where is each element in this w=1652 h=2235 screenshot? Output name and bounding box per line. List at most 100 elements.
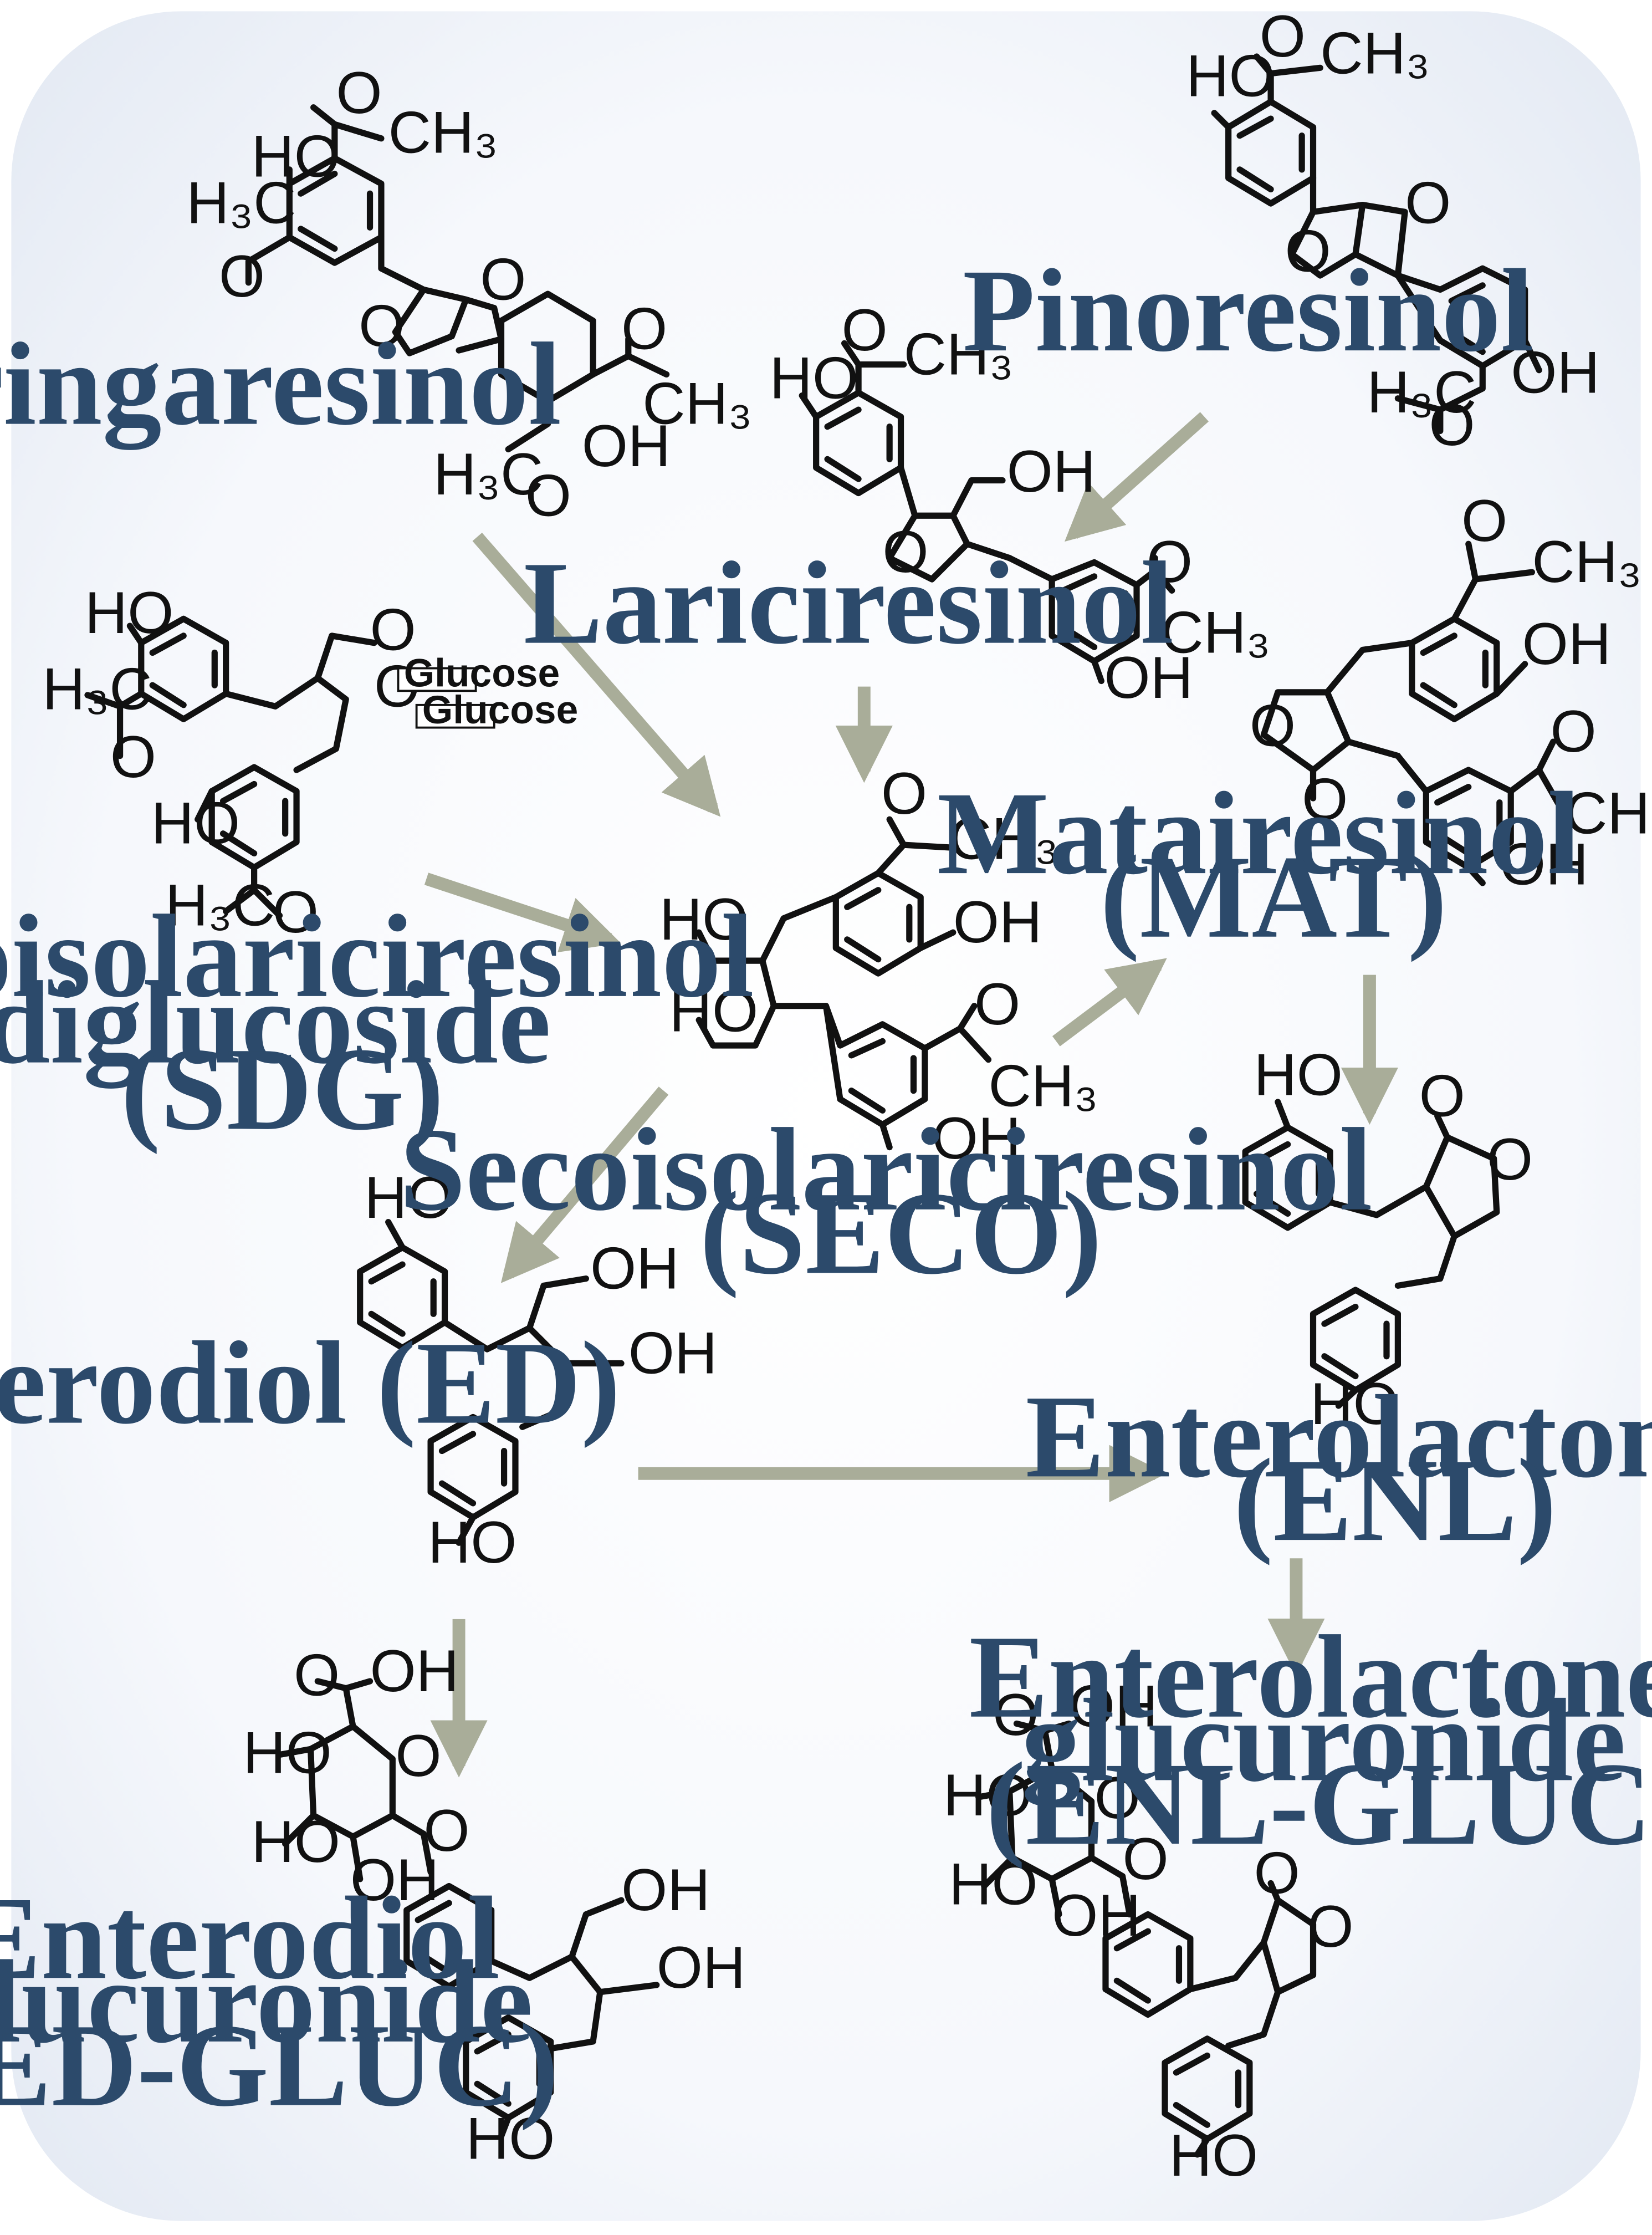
label-sdg: Secoisolariciresinol diglucoside (SDG) xyxy=(0,891,784,1155)
atom-o: O xyxy=(1285,217,1331,284)
compound-labels: Syringaresinol Pinoresinol Lariciresinol… xyxy=(0,245,1652,2131)
atom-ho: HO xyxy=(243,1719,332,1786)
atom-ho: HO xyxy=(1254,1041,1343,1108)
arrow-seco-to-ed xyxy=(500,1086,669,1283)
atom-o: O xyxy=(1461,487,1507,554)
label-lariciresinol: Lariciresinol xyxy=(524,538,1174,669)
label-edgluc: Enterodiol glucuronide (ED-GLUC) xyxy=(0,1872,562,2131)
atom-ho: HO xyxy=(364,1164,453,1231)
atom-o: O xyxy=(525,462,571,528)
label-mat: Matairesinol (MAT) xyxy=(937,768,1610,963)
atom-o: O xyxy=(842,297,888,363)
lariciresinol-structure: HO O CH₃ OH O O CH₃ OH xyxy=(770,297,1271,711)
seco-structure: O CH₃ OH HO HO O CH₃ OH xyxy=(659,760,1098,1171)
arrow-seco-to-mat xyxy=(1052,958,1167,1047)
atom-o: O xyxy=(1302,766,1348,832)
atom-ch3: CH₃ xyxy=(989,1053,1098,1119)
label-enl: Enterolactone (ENL) xyxy=(1026,1371,1652,1566)
atom-o: O xyxy=(1147,528,1193,595)
atom-h3c: H₃C xyxy=(42,655,152,722)
ed-structure: HO OH OH HO xyxy=(357,1164,718,1575)
atom-o: O xyxy=(423,1797,469,1864)
arrow-syringaresinol-to-seco xyxy=(472,532,721,817)
sdg-structure: HO H₃C O O O Glucose Glucose HO H₃C O xyxy=(42,579,578,945)
atom-o: O xyxy=(110,723,156,790)
atom-ho: HO xyxy=(1169,2122,1259,2188)
atom-h3c: H₃C xyxy=(433,441,543,507)
atom-ho: HO xyxy=(85,579,174,646)
atom-o: O xyxy=(621,295,667,362)
atom-ho: HO xyxy=(949,1851,1038,1917)
atom-h3c: H₃C xyxy=(165,871,275,938)
syringaresinol-structure: HO O CH₃ H₃C O O O O CH₃ OH H₃C O xyxy=(186,59,752,528)
atom-o: O xyxy=(480,246,526,312)
atom-ch3: CH₃ xyxy=(1564,780,1652,846)
atom-o: O xyxy=(1254,1839,1300,1906)
atom-ho: HO xyxy=(428,1509,517,1575)
atom-o: O xyxy=(370,596,416,662)
atom-o: O xyxy=(1405,170,1451,236)
atom-ch3: CH₃ xyxy=(904,320,1014,387)
glucose-label: Glucose xyxy=(422,688,578,732)
label-enlgluc: Enterolactone glucuronide (ENL-GLUC) xyxy=(969,1611,1652,1870)
atom-o: O xyxy=(294,1641,340,1708)
atom-ho: HO xyxy=(151,790,241,856)
atom-oh: OH xyxy=(1007,438,1096,504)
atom-oh: OH xyxy=(590,1234,679,1301)
atom-ch3: CH₃ xyxy=(1532,528,1641,595)
atom-ho: HO xyxy=(1310,1370,1399,1437)
label-pinoresinol: Pinoresinol xyxy=(963,245,1534,376)
atom-oh: OH xyxy=(953,889,1042,955)
atom-ho: HO xyxy=(943,1762,1032,1828)
atom-ch3: CH₃ xyxy=(1320,20,1430,86)
atom-ho: HO xyxy=(1186,42,1275,109)
atom-o: O xyxy=(1307,1893,1353,1960)
atom-oh: OH xyxy=(1522,610,1612,677)
atom-o: O xyxy=(993,1681,1039,1748)
atom-oh: OH xyxy=(370,1637,459,1704)
atom-ho: HO xyxy=(669,978,759,1044)
atom-oh: OH xyxy=(1104,644,1193,711)
background-panel xyxy=(11,11,1641,2221)
atom-o: O xyxy=(1551,698,1597,764)
atom-o: O xyxy=(882,518,928,585)
atom-o: O xyxy=(1260,3,1306,69)
enlgluc-structure: O OH O HO HO OH O O O HO xyxy=(943,1673,1354,2189)
atom-o: O xyxy=(1487,1126,1533,1192)
atom-o: O xyxy=(359,292,405,359)
atom-oh: OH xyxy=(628,1319,718,1386)
atom-ho: HO xyxy=(659,886,749,952)
atom-o: O xyxy=(1250,692,1296,759)
atom-o: O xyxy=(219,243,265,309)
label-syringaresinol: Syringaresinol xyxy=(0,319,561,450)
atom-h3c: H₃C xyxy=(1367,359,1476,425)
atom-oh: OH xyxy=(657,1934,746,2001)
atom-ho: HO xyxy=(770,345,859,411)
atom-ch3: CH₃ xyxy=(949,805,1058,872)
atom-o: O xyxy=(1123,1825,1169,1892)
arrow-pinoresinol-to-lariciresinol xyxy=(1064,412,1209,542)
atom-oh: OH xyxy=(621,1856,710,1923)
atom-h3c: H₃C xyxy=(186,170,296,236)
atom-ho: HO xyxy=(252,123,341,190)
atom-oh: OH xyxy=(932,1105,1021,1171)
atom-oh: OH xyxy=(1069,1673,1158,1739)
atom-o: O xyxy=(974,971,1020,1037)
atom-ho: HO xyxy=(252,1808,341,1875)
reaction-arrows xyxy=(424,412,1399,1778)
atom-o: O xyxy=(1094,1764,1140,1831)
pinoresinol-structure: HO O CH₃ O O OH H₃C O xyxy=(1186,3,1600,458)
atom-o: O xyxy=(273,879,319,945)
atom-oh: OH xyxy=(582,412,671,479)
atom-o: O xyxy=(881,760,927,826)
atom-ch3: CH₃ xyxy=(1160,599,1270,665)
label-ed: Enterodiol (ED) xyxy=(0,1318,620,1449)
arrow-sdg-to-seco xyxy=(424,872,621,952)
atom-oh: OH xyxy=(1052,1882,1141,1948)
label-seco: Secoisolariciresinol (SECO) xyxy=(400,1104,1402,1299)
atom-ch3: CH₃ xyxy=(388,99,498,165)
enl-structure: HO O O HO xyxy=(1242,1041,1533,1437)
atom-oh: OH xyxy=(1511,339,1600,406)
